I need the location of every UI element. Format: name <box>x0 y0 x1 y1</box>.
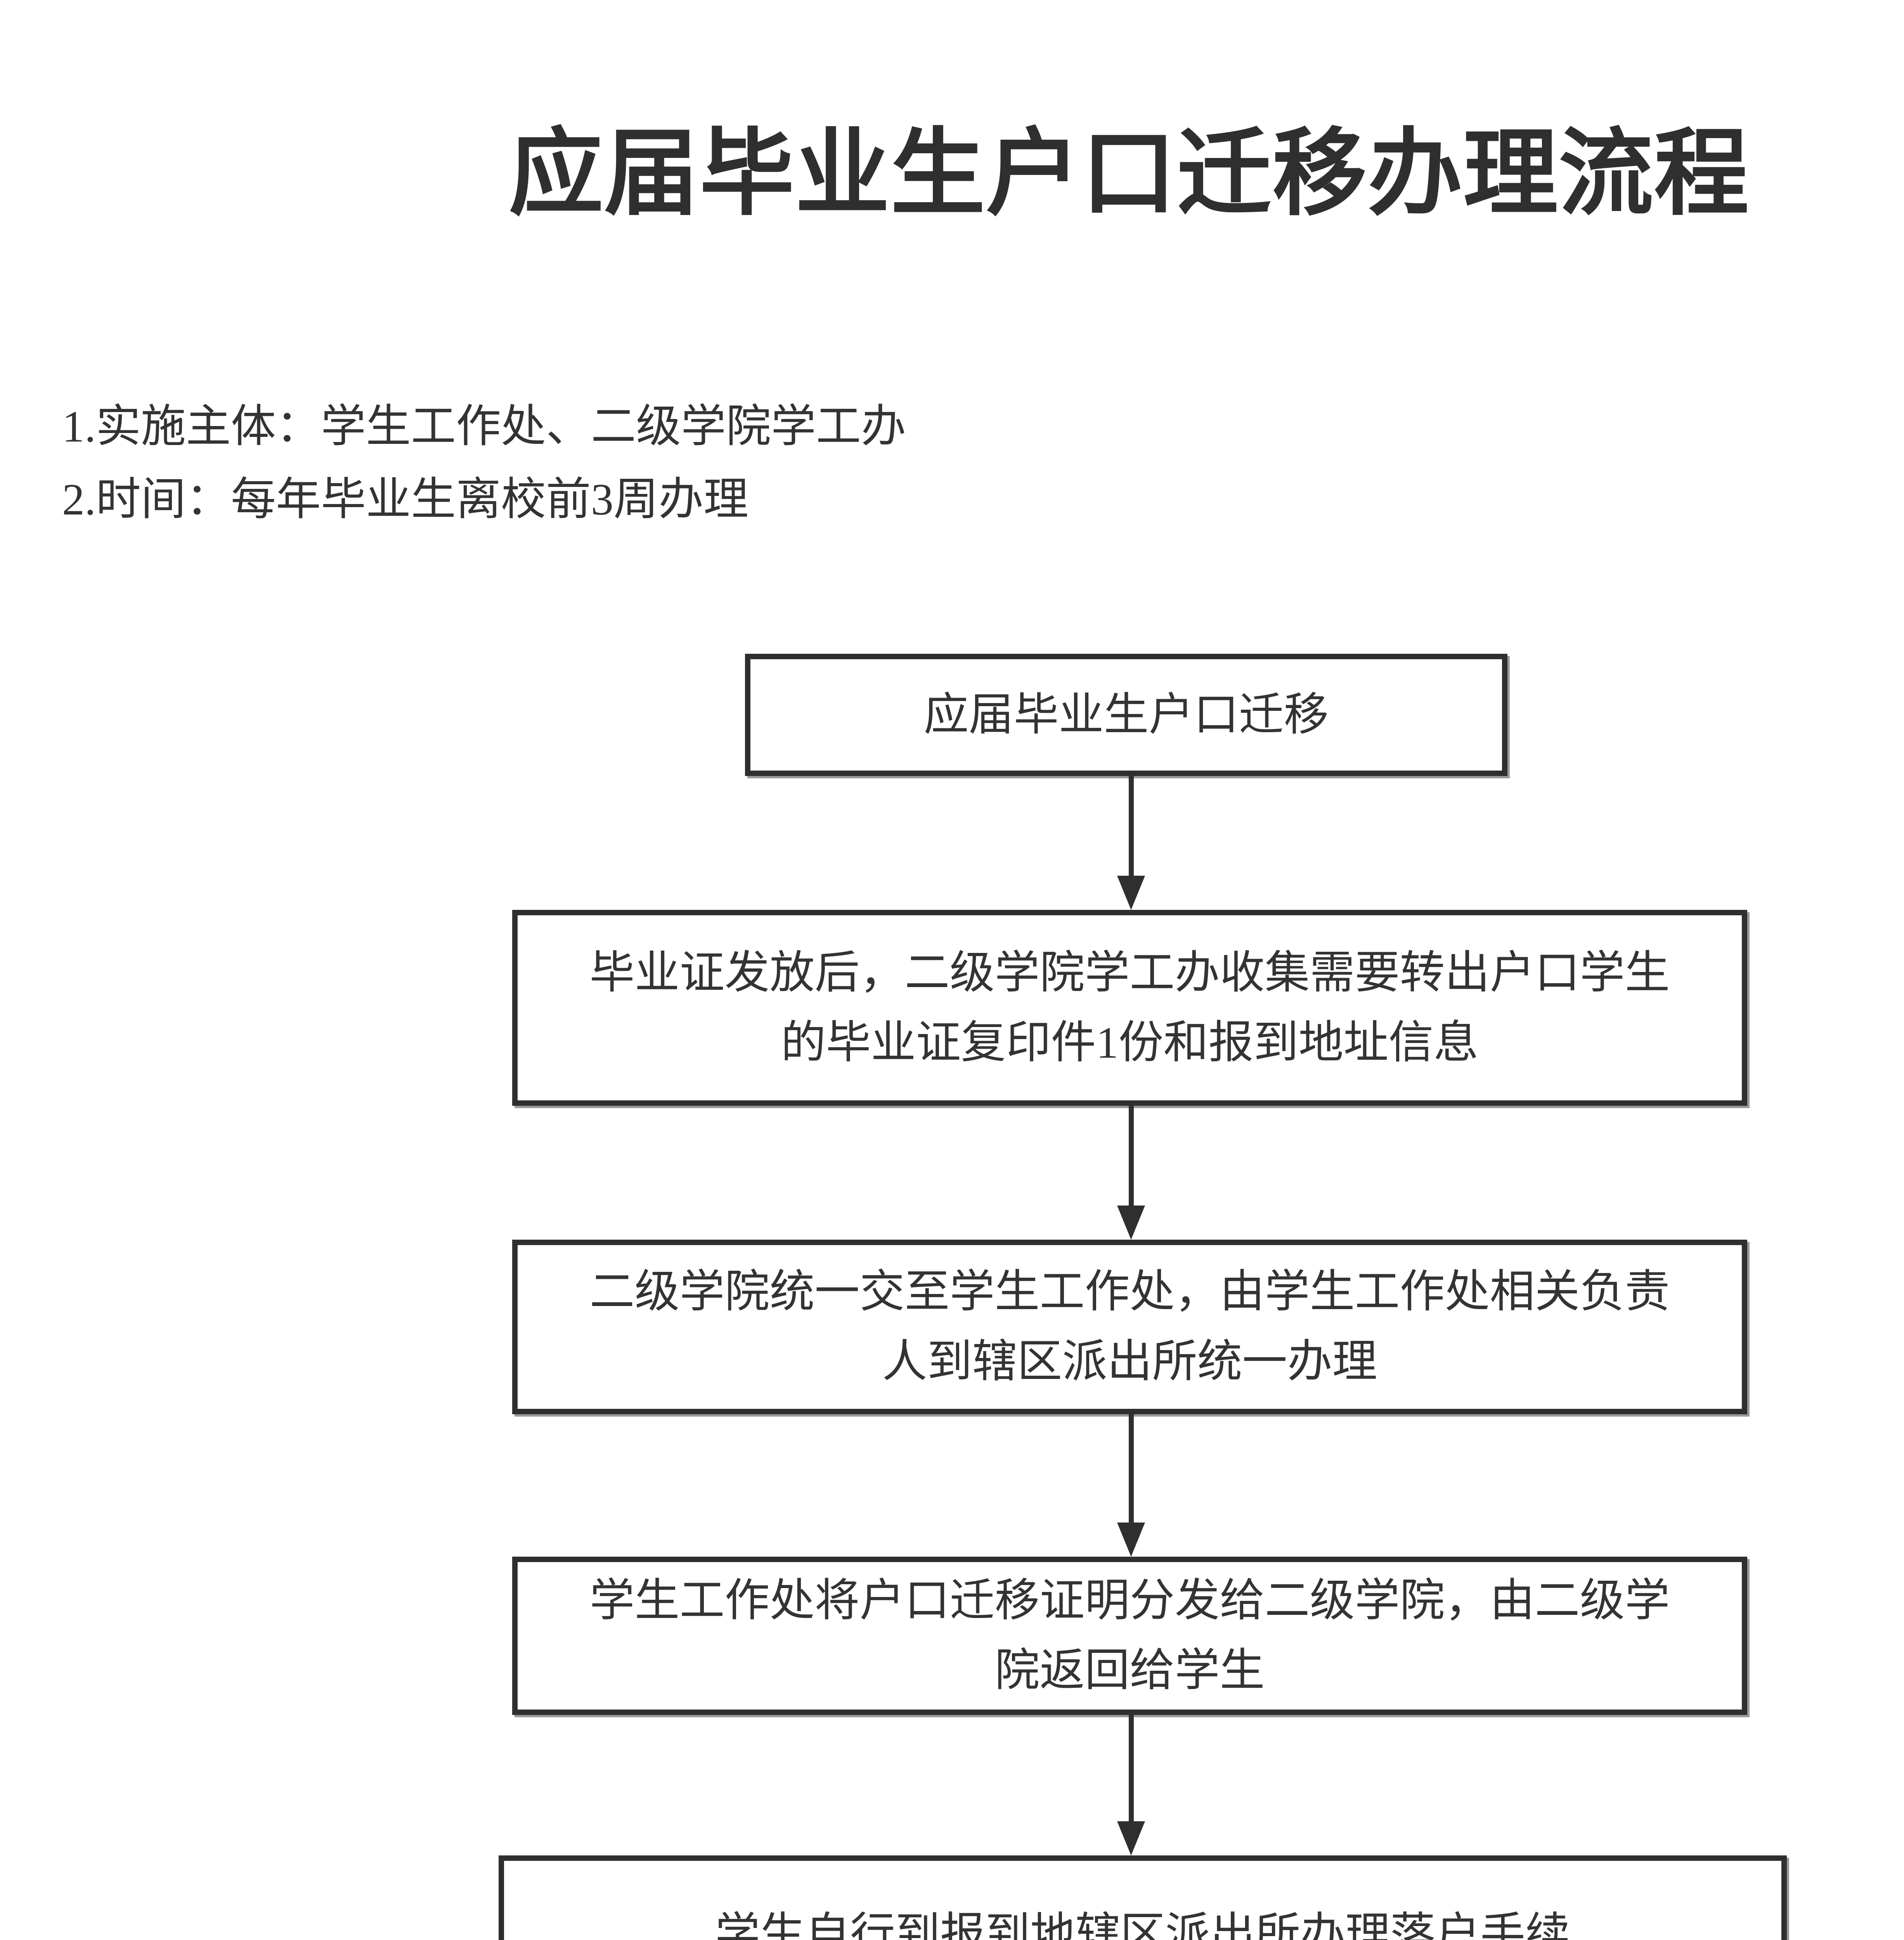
flow-step-4-text-line-2: 院返回给学生 <box>994 1646 1265 1696</box>
note-time: 2.时间：每年毕业生离校前3周办理 <box>62 475 748 525</box>
flow-step-1-box: 应届毕业生户口迁移 <box>745 654 1507 776</box>
flow-step-4-box: 学生工作处将户口迁移证明分发给二级学院，由二级学 院返回给学生 <box>512 1557 1747 1715</box>
flow-step-5-text: 学生自行到报到地辖区派出所办理落户手续 <box>715 1910 1570 1940</box>
note-implementing-body: 1.实施主体：学生工作处、二级学院学工办 <box>62 402 906 452</box>
arrow-shaft <box>1128 1106 1134 1206</box>
flow-step-3-text-line-2: 人到辖区派出所统一办理 <box>882 1337 1377 1387</box>
flow-step-3-box: 二级学院统一交至学生工作处，由学生工作处相关负责 人到辖区派出所统一办理 <box>512 1240 1747 1414</box>
arrow-down-icon <box>1117 1821 1145 1855</box>
flow-step-3-text-line-1: 二级学院统一交至学生工作处，由学生工作处相关负责 <box>589 1267 1670 1317</box>
notes-block: 1.实施主体：学生工作处、二级学院学工办 2.时间：每年毕业生离校前3周办理 <box>62 390 906 536</box>
flow-connector-3 <box>1117 1414 1145 1557</box>
arrow-shaft <box>1128 1414 1134 1523</box>
arrow-shaft <box>1128 776 1134 876</box>
arrow-down-icon <box>1117 876 1145 910</box>
flow-step-2-box: 毕业证发放后，二级学院学工办收集需要转出户口学生 的毕业证复印件1份和报到地址信… <box>512 910 1747 1106</box>
flow-step-1-text: 应届毕业生户口迁移 <box>923 690 1329 740</box>
flow-step-5-box: 学生自行到报到地辖区派出所办理落户手续 <box>499 1855 1787 1940</box>
flow-step-4-text-line-1: 学生工作处将户口迁移证明分发给二级学院，由二级学 <box>589 1576 1670 1626</box>
arrow-down-icon <box>1117 1206 1145 1240</box>
arrow-down-icon <box>1117 1523 1145 1557</box>
flow-step-2-text-line-1: 毕业证发放后，二级学院学工办收集需要转出户口学生 <box>589 948 1670 998</box>
flow-step-2-text-line-2: 的毕业证复印件1份和报到地址信息 <box>781 1018 1479 1068</box>
page-title: 应届毕业生户口迁移办理流程 <box>509 122 1750 227</box>
flow-connector-2 <box>1117 1106 1145 1240</box>
flow-connector-4 <box>1117 1715 1145 1855</box>
flow-connector-1 <box>1117 776 1145 910</box>
arrow-shaft <box>1128 1715 1134 1821</box>
